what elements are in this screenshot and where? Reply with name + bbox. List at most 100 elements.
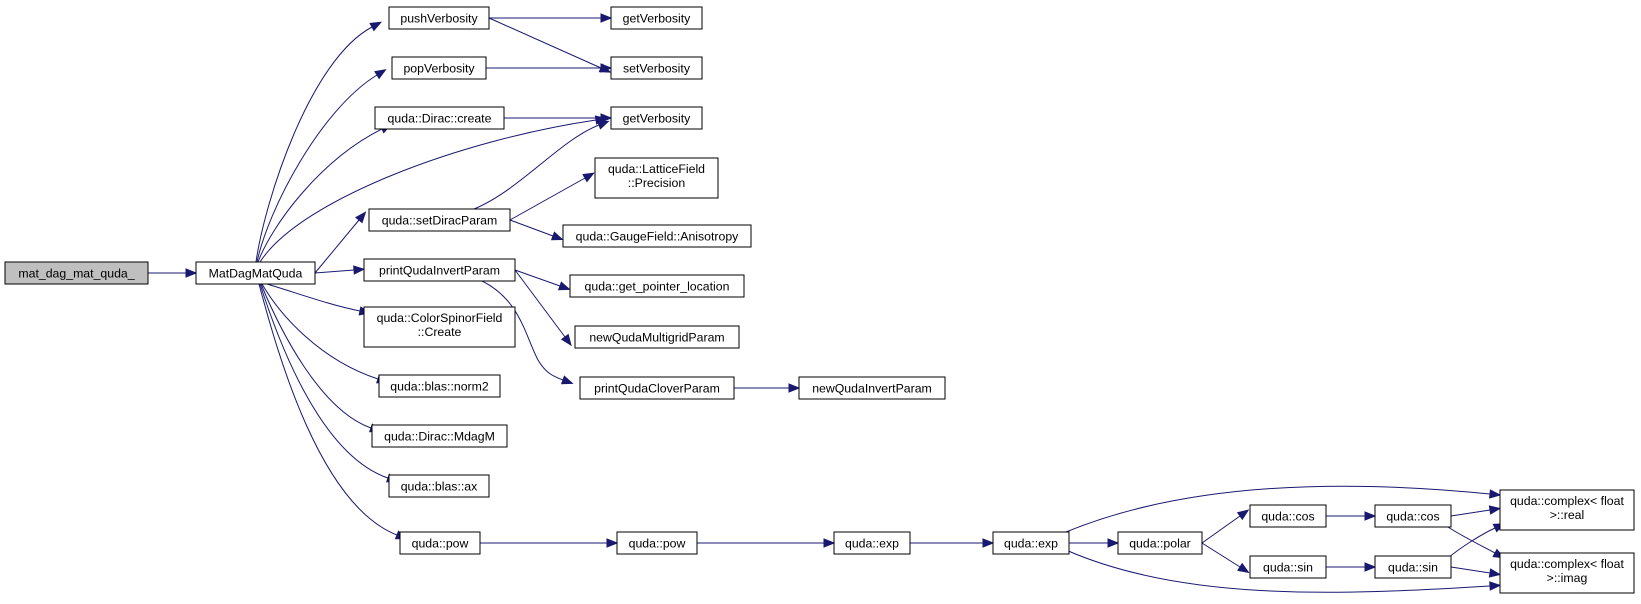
node-gaugeAnisotropy[interactable]: quda::GaugeField::Anisotropy bbox=[562, 224, 752, 248]
node-getVerbosity1[interactable]: getVerbosity bbox=[610, 6, 703, 30]
node-blasAx[interactable]: quda::blas::ax bbox=[388, 474, 490, 498]
node-colorSpinorCreate[interactable]: quda::ColorSpinorField::Create bbox=[363, 306, 516, 348]
edge-setDiracParam-to-getVerbosity2 bbox=[473, 120, 610, 210]
node-cos1-label: quda::cos bbox=[1261, 510, 1314, 524]
node-setDiracParam[interactable]: quda::setDiracParam bbox=[368, 208, 511, 232]
node-complexReal-label: quda::complex< float bbox=[1510, 494, 1624, 508]
edge-exp2-to-complexImag bbox=[1065, 549, 1502, 593]
node-MatDagMatQuda-label: MatDagMatQuda bbox=[209, 267, 303, 281]
edge-exp2-to-complexReal bbox=[1065, 485, 1502, 533]
node-complexImag-label: >::imag bbox=[1547, 571, 1588, 585]
edge-printQudaCloverParam-to-newQudaInvertParam bbox=[734, 383, 801, 393]
node-diracCreate[interactable]: quda::Dirac::create bbox=[374, 106, 505, 130]
node-cos2-label: quda::cos bbox=[1386, 510, 1439, 524]
node-gaugeAnisotropy-label: quda::GaugeField::Anisotropy bbox=[576, 230, 740, 244]
node-newQudaMultigridParam-box bbox=[574, 325, 740, 349]
node-printQudaCloverParam-box bbox=[579, 376, 735, 400]
edge-diracCreate-to-getVerbosity2 bbox=[504, 113, 613, 123]
node-exp1[interactable]: quda::exp bbox=[833, 531, 911, 555]
node-getPointerLocation-box bbox=[569, 274, 745, 298]
node-newQudaMultigridParam-label: newQudaMultigridParam bbox=[589, 331, 724, 345]
node-cos1[interactable]: quda::cos bbox=[1249, 504, 1327, 528]
node-sin1[interactable]: quda::sin bbox=[1249, 555, 1327, 579]
edge-cos1-to-cos2 bbox=[1326, 511, 1377, 521]
node-diracMdagM-label: quda::Dirac::MdagM bbox=[384, 430, 495, 444]
node-diracMdagM[interactable]: quda::Dirac::MdagM bbox=[371, 424, 508, 448]
node-setVerbosity[interactable]: setVerbosity bbox=[610, 56, 703, 80]
edge-mat_dag_mat_quda-to-MatDagMatQuda bbox=[148, 268, 198, 278]
node-setDiracParam-box bbox=[368, 208, 511, 232]
node-polar-box bbox=[1117, 531, 1203, 555]
node-blasAx-box bbox=[388, 474, 490, 498]
node-printQudaInvertParam-label: printQudaInvertParam bbox=[379, 264, 500, 278]
node-cos1-box bbox=[1249, 504, 1327, 528]
edge-MatDagMatQuda-to-colorSpinorCreate bbox=[266, 283, 372, 316]
node-exp1-box bbox=[833, 531, 911, 555]
node-colorSpinorCreate-label: quda::ColorSpinorField bbox=[377, 311, 503, 325]
edge-exp2-to-polar bbox=[1069, 538, 1120, 548]
edge-pushVerbosity-to-getVerbosity1 bbox=[489, 13, 613, 23]
node-exp2-box bbox=[992, 531, 1070, 555]
node-latticePrecision-label: ::Precision bbox=[628, 176, 686, 190]
edge-setDiracParam-to-latticePrecision bbox=[509, 172, 595, 221]
node-pushVerbosity[interactable]: pushVerbosity bbox=[388, 6, 490, 30]
edge-printQudaInvertParam-to-newQudaMultigridParam bbox=[514, 269, 572, 347]
node-exp1-label: quda::exp bbox=[845, 537, 899, 551]
node-pow2[interactable]: quda::pow bbox=[616, 531, 698, 555]
node-getPointerLocation[interactable]: quda::get_pointer_location bbox=[569, 274, 745, 298]
node-setVerbosity-label: setVerbosity bbox=[623, 62, 691, 76]
node-sin2-box bbox=[1374, 555, 1452, 579]
node-gaugeAnisotropy-box bbox=[562, 224, 752, 248]
node-polar[interactable]: quda::polar bbox=[1117, 531, 1203, 555]
node-complexReal-label: >::real bbox=[1550, 508, 1585, 522]
node-diracMdagM-box bbox=[371, 424, 508, 448]
node-blasNorm2[interactable]: quda::blas::norm2 bbox=[378, 374, 501, 398]
node-cos2[interactable]: quda::cos bbox=[1374, 504, 1452, 528]
node-complexReal-box bbox=[1499, 489, 1635, 531]
node-exp2[interactable]: quda::exp bbox=[992, 531, 1070, 555]
node-complexReal[interactable]: quda::complex< float>::real bbox=[1499, 489, 1635, 531]
node-setDiracParam-label: quda::setDiracParam bbox=[382, 214, 498, 228]
node-getPointerLocation-label: quda::get_pointer_location bbox=[585, 280, 730, 294]
edge-cos2-to-complexReal bbox=[1450, 505, 1502, 517]
node-polar-label: quda::polar bbox=[1129, 537, 1191, 551]
node-getVerbosity2-box bbox=[610, 106, 703, 130]
node-latticePrecision-box bbox=[594, 157, 719, 199]
edge-printQudaInvertParam-to-getPointerLocation bbox=[514, 269, 571, 291]
node-mat_dag_mat_quda[interactable]: mat_dag_mat_quda_ bbox=[4, 261, 149, 285]
node-newQudaInvertParam[interactable]: newQudaInvertParam bbox=[798, 376, 946, 400]
node-printQudaCloverParam[interactable]: printQudaCloverParam bbox=[579, 376, 735, 400]
node-getVerbosity1-box bbox=[610, 6, 703, 30]
node-complexImag-label: quda::complex< float bbox=[1510, 557, 1624, 571]
node-pow1[interactable]: quda::pow bbox=[399, 531, 481, 555]
node-sin2[interactable]: quda::sin bbox=[1374, 555, 1452, 579]
node-setVerbosity-box bbox=[610, 56, 703, 80]
node-sin1-label: quda::sin bbox=[1263, 561, 1313, 575]
node-exp2-label: quda::exp bbox=[1004, 537, 1058, 551]
node-printQudaInvertParam[interactable]: printQudaInvertParam bbox=[363, 258, 516, 282]
edge-MatDagMatQuda-to-printQudaInvertParam bbox=[314, 265, 366, 275]
edge-sin1-to-sin2 bbox=[1326, 562, 1377, 572]
edge-polar-to-sin1 bbox=[1201, 542, 1250, 574]
node-newQudaInvertParam-box bbox=[798, 376, 946, 400]
edge-exp1-to-exp2 bbox=[910, 538, 995, 548]
node-latticePrecision[interactable]: quda::LatticeField::Precision bbox=[594, 157, 719, 199]
node-popVerbosity-box bbox=[391, 56, 487, 80]
node-blasNorm2-box bbox=[378, 374, 501, 398]
node-popVerbosity[interactable]: popVerbosity bbox=[391, 56, 487, 80]
node-pow1-box bbox=[399, 531, 481, 555]
node-getVerbosity1-label: getVerbosity bbox=[623, 12, 692, 26]
edge-MatDagMatQuda-to-pushVerbosity bbox=[255, 21, 383, 263]
node-pow2-box bbox=[616, 531, 698, 555]
node-getVerbosity2[interactable]: getVerbosity bbox=[610, 106, 703, 130]
node-colorSpinorCreate-label: ::Create bbox=[418, 325, 462, 339]
edge-sin2-to-complexImag bbox=[1450, 566, 1502, 578]
edge-MatDagMatQuda-to-setDiracParam bbox=[314, 211, 367, 274]
node-complexImag-box bbox=[1499, 552, 1635, 594]
node-colorSpinorCreate-box bbox=[363, 306, 516, 348]
edge-printQudaInvertParam-to-printQudaCloverParam bbox=[481, 280, 574, 385]
node-complexImag[interactable]: quda::complex< float>::imag bbox=[1499, 552, 1635, 594]
node-newQudaMultigridParam[interactable]: newQudaMultigridParam bbox=[574, 325, 740, 349]
node-MatDagMatQuda[interactable]: MatDagMatQuda bbox=[195, 261, 316, 285]
